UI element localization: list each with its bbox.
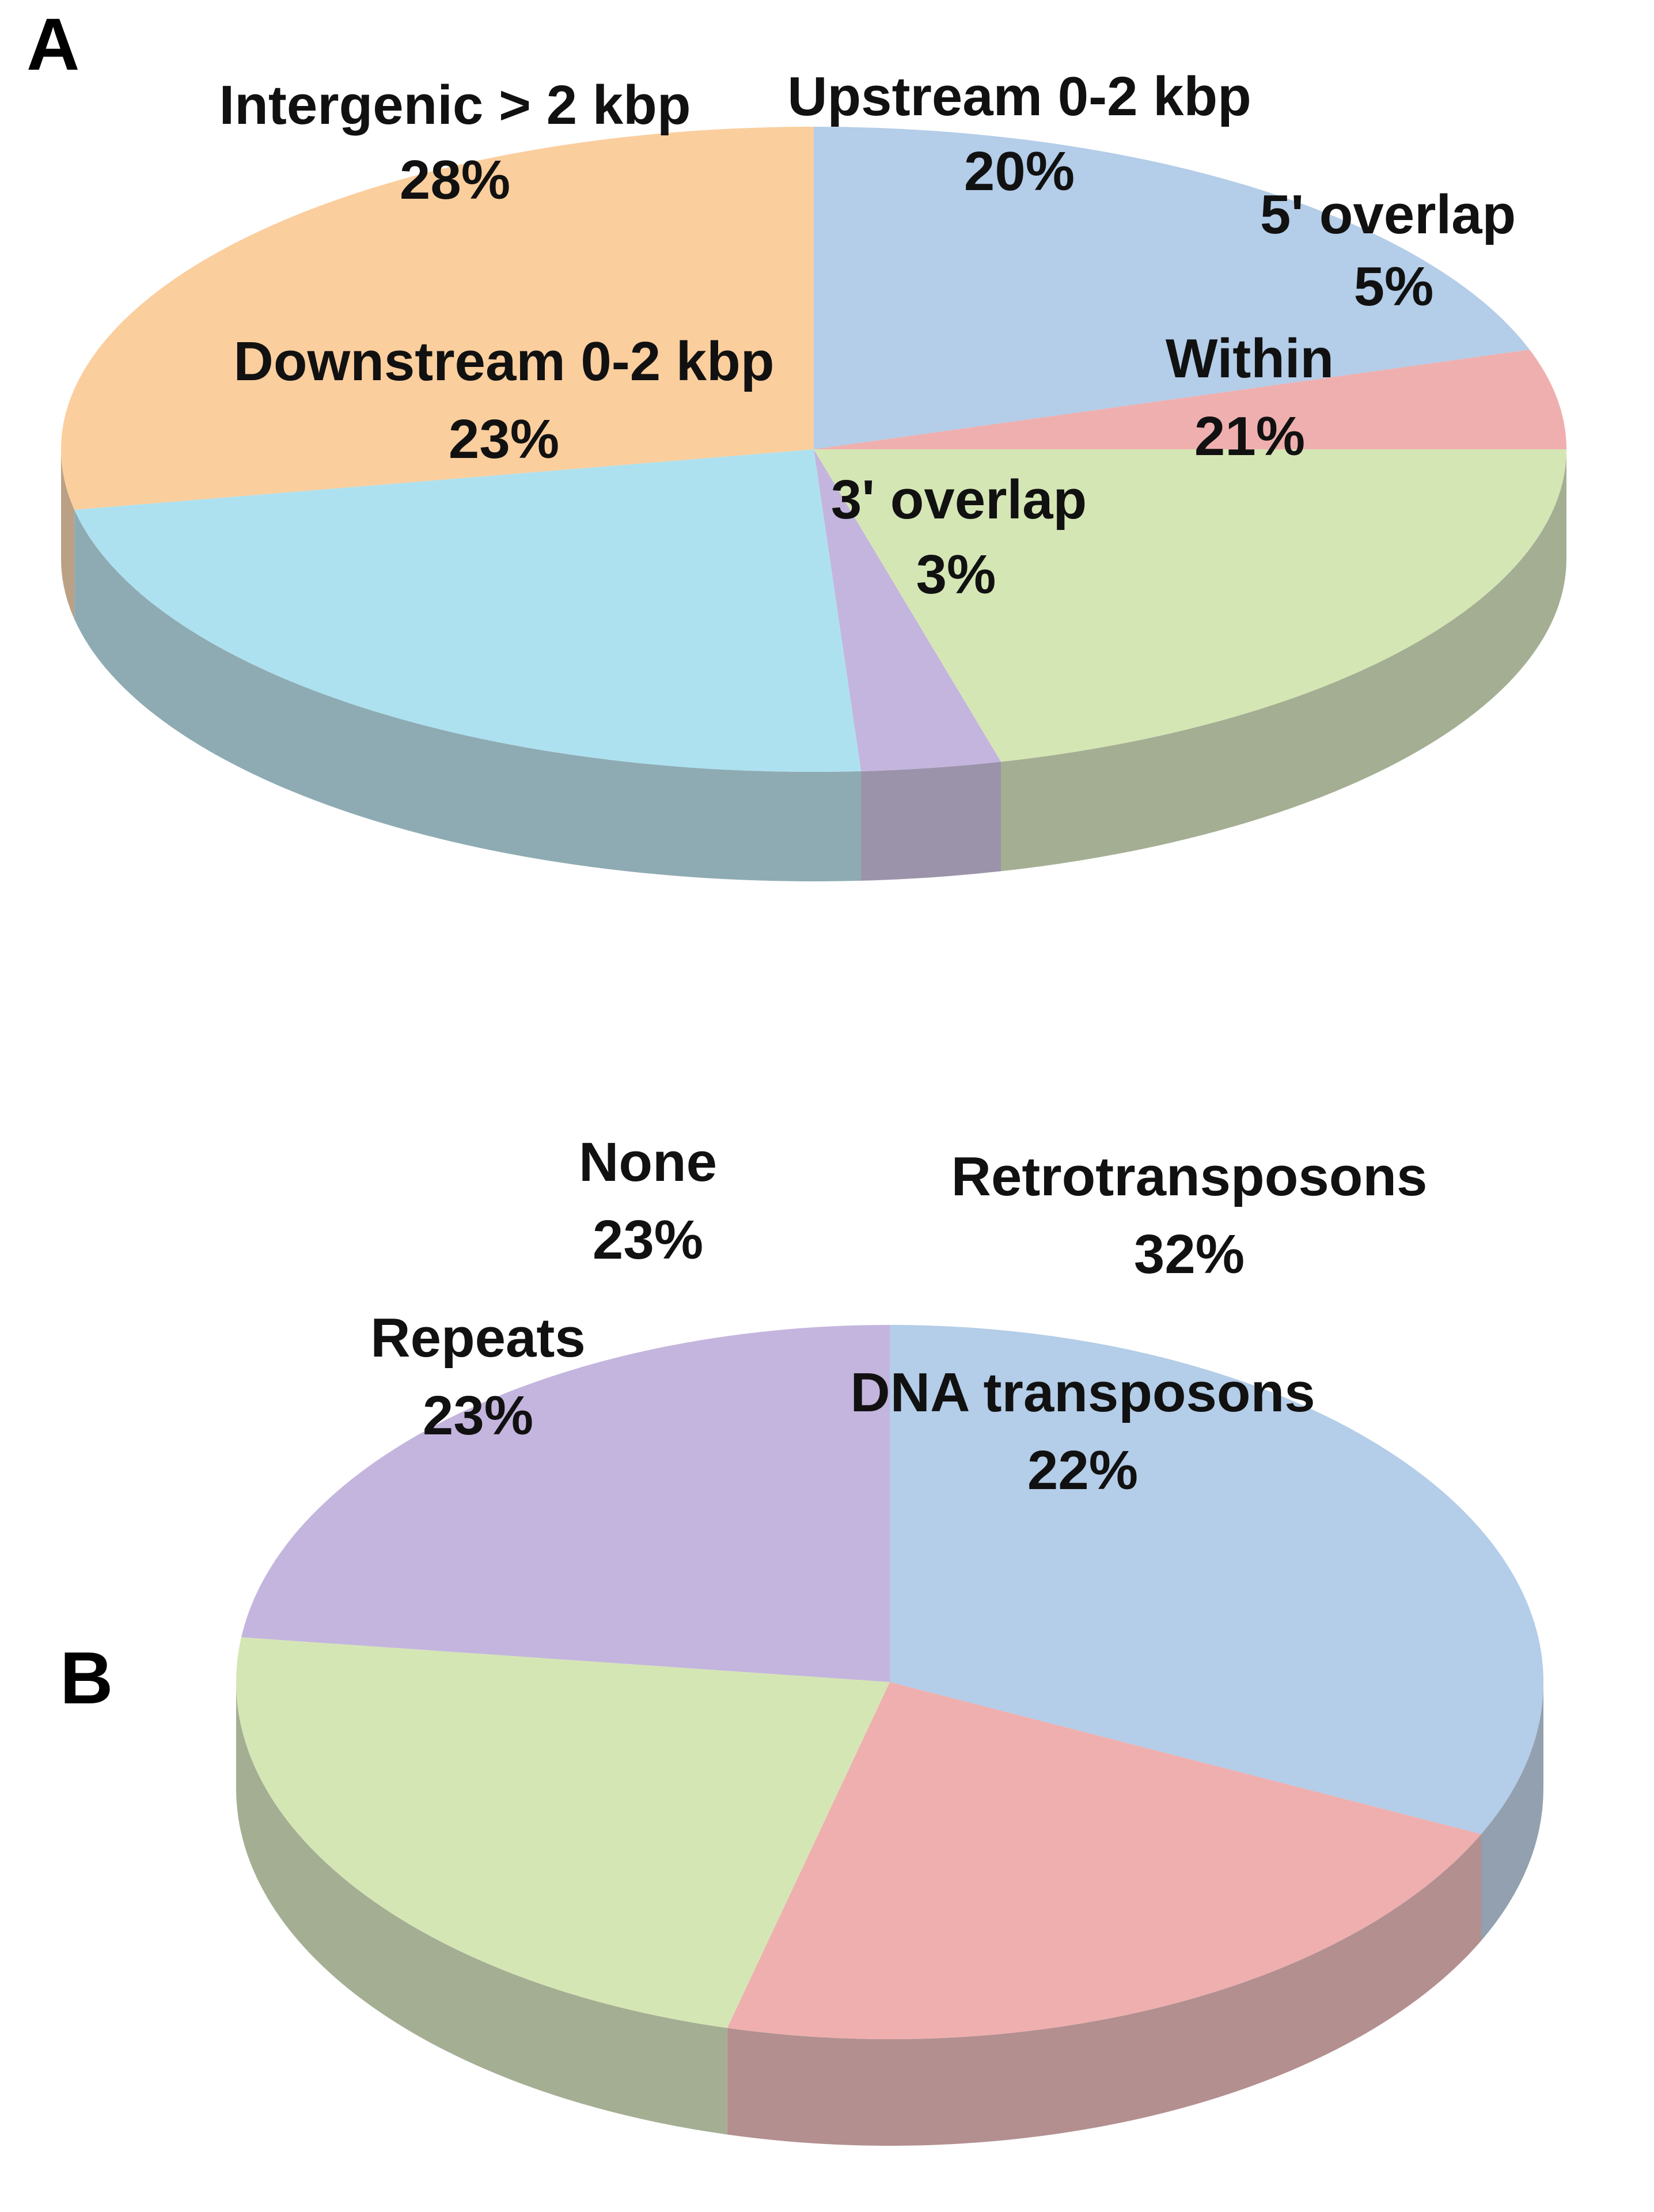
pie-slice-label-percent: 32% [1134,1224,1245,1285]
pie-slice-label: 5' overlap 5% [1260,184,1516,317]
pie-slice-side-wall [74,509,862,881]
pie-slice-label-name: Retrotransposons [951,1146,1428,1207]
pie-slice-label-name: Within [1166,328,1334,389]
pie-slice-label-percent: 20% [964,141,1075,202]
panel-b-letter: B [60,1637,113,1719]
pie-slice[interactable]: 5' overlap 5% [814,349,1566,449]
pie-slice[interactable]: Upstream 0-2 kbp 20% [814,127,1530,449]
pie-slice-side-wall [1001,449,1566,872]
pie-slice[interactable]: 3' overlap 3% [814,449,1001,771]
pie-slice[interactable]: DNA transposons 22% [727,1682,1481,2039]
pie-slice-side-wall [236,1682,727,2135]
pie-slice-label: Within 21% [1166,328,1334,467]
pie-slice[interactable]: Within 21% [814,449,1566,762]
pie-slice-label: Intergenic > 2 kbp 28% [219,74,691,211]
pie-slice-label: Upstream 0-2 kbp 20% [787,66,1251,202]
pie-a-side-walls [61,449,1566,881]
pie-slice[interactable]: None 23% [241,1325,890,1682]
pie-slice-label-name: Repeats [370,1307,586,1369]
pie-slice-label: 3' overlap 3% [831,469,1087,605]
pie-b-side-walls [236,1682,1543,2146]
pie-slice-label-percent: 23% [593,1209,703,1271]
pie-slice-label-name: Upstream 0-2 kbp [787,66,1251,127]
pie-slice-side-wall [861,762,1001,881]
pie-slice[interactable]: Downstream 0-2 kbp 23% [74,449,862,772]
pie-chart-a: Upstream 0-2 kbp 20%5' overlap 5%Within … [60,66,1566,881]
panel-a-letter: A [26,3,79,86]
pie-slice-label-percent: 22% [1027,1440,1138,1501]
pie-slice[interactable]: Repeats 23% [236,1637,890,2028]
pie-slice-side-wall [727,1834,1481,2146]
pie-b-top-faces: Retrotransposons 32%DNA transposons 22%R… [236,1325,1543,2039]
pie-slice-label-percent: 23% [449,408,559,470]
panel-b: B Retrotransposons 32%DNA transposons 22… [0,1106,1654,2212]
pie-slice-label: None 23% [579,1131,717,1271]
pie-slice-label-percent: 5% [1354,256,1434,317]
pie-a-labels: Upstream 0-2 kbp 20% 5' overlap 5% Within 21%… [219,66,1516,605]
pie-slice-label-name: DNA transposons [850,1362,1315,1423]
pie-slice-label-percent: 3% [916,544,996,605]
pie-slice-label: Repeats 23% [370,1307,586,1446]
pie-slice-label: Retrotransposons 32% [951,1146,1428,1285]
pie-slice-label-percent: 21% [1194,406,1305,467]
pie-a-top-faces: Upstream 0-2 kbp 20%5' overlap 5%Within … [60,127,1566,772]
pie-b-labels: Retrotransposons 32% DNA transposons 22% Rep… [370,1131,1427,1501]
pie-slice-label-name: Intergenic > 2 kbp [219,74,691,136]
pie-slice-label: DNA transposons 22% [850,1362,1315,1501]
panel-a: A Upstream 0-2 kbp 20%5' overlap 5%Withi… [26,3,1566,881]
pie-slice[interactable]: Retrotransposons 32% [890,1325,1543,1834]
pie-slice-label-name: 3' overlap [831,469,1087,531]
pie-slice-side-wall [61,449,75,619]
pie-slice-side-wall [1481,1682,1543,1941]
pie-slice[interactable]: Intergenic > 2 kbp 28% [60,127,814,510]
pie-chart-b: Retrotransposons 32%DNA transposons 22%R… [236,1131,1543,2146]
pie-slice-label: Downstream 0-2 kbp 23% [234,331,775,470]
pie-slice-label-percent: 23% [423,1385,533,1446]
pie-slice-label-name: 5' overlap [1260,184,1516,245]
pie-slice-label-percent: 28% [400,149,510,211]
pie-slice-label-name: None [579,1131,717,1193]
pie-slice-label-name: Downstream 0-2 kbp [234,331,775,392]
